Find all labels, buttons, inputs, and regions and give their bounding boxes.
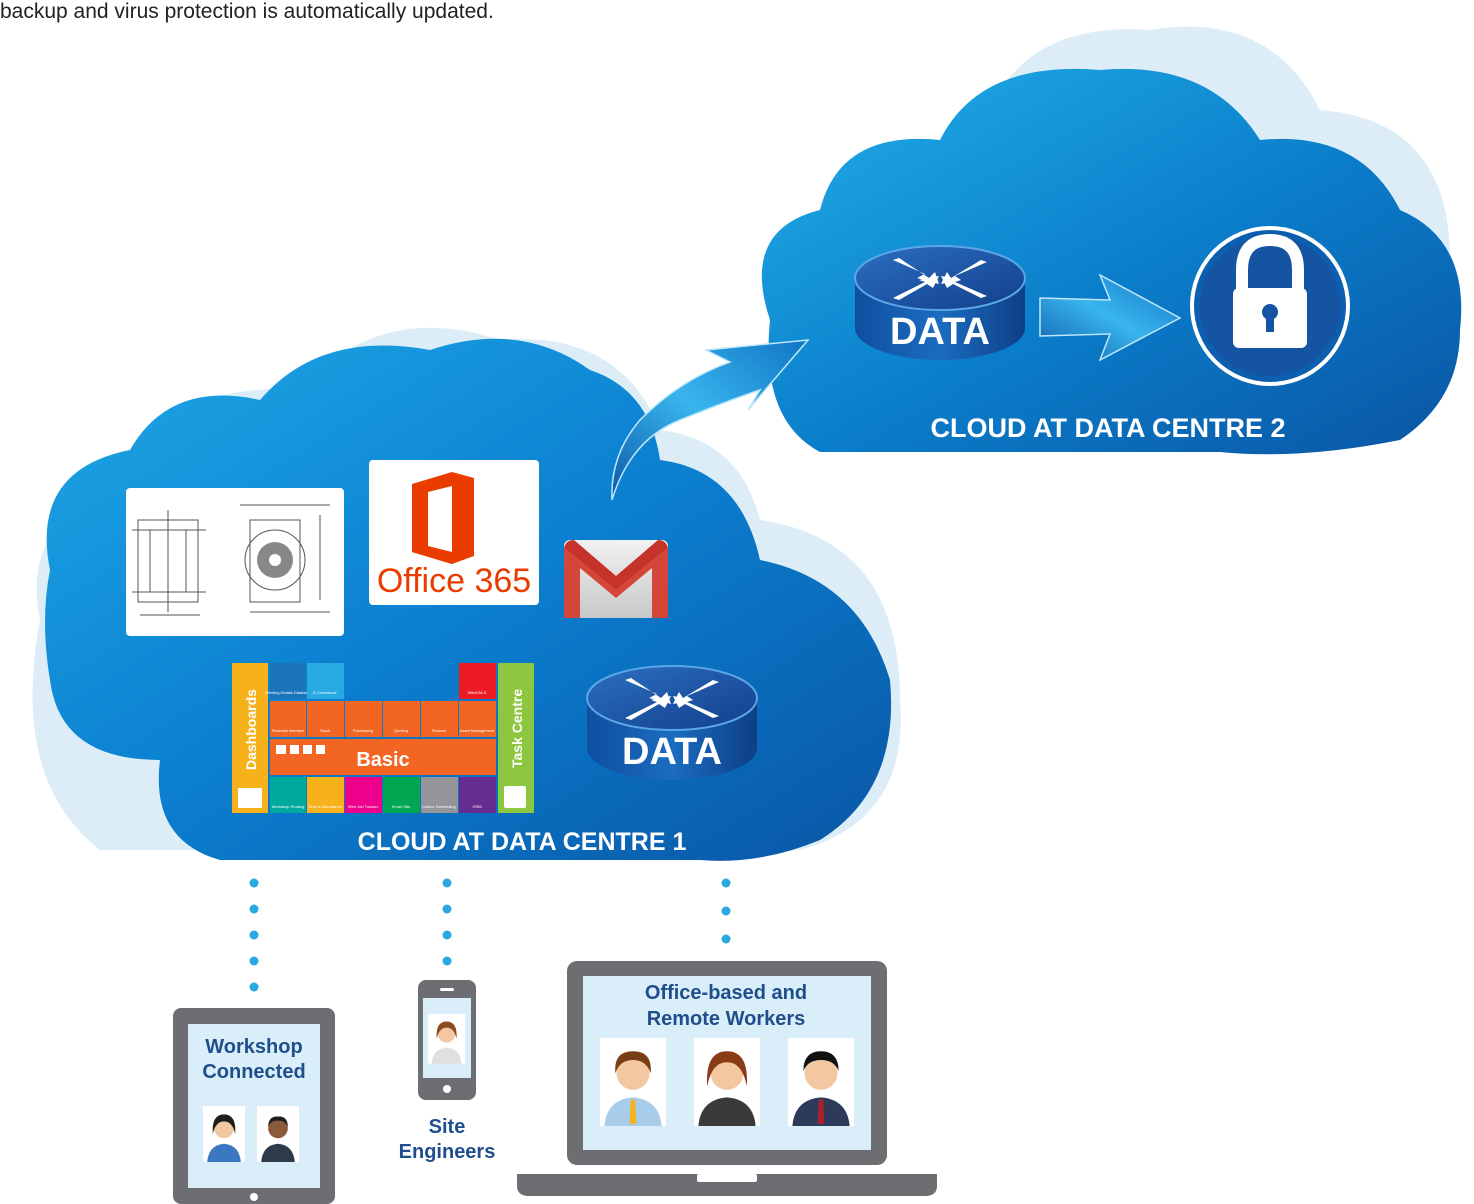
person-icon (600, 1038, 666, 1126)
person-icon (203, 1106, 245, 1162)
tile-financial (270, 701, 306, 737)
tile-purchasing-label: Purchasing (353, 728, 373, 733)
tile-crm (459, 777, 496, 813)
router-icon: DATA (854, 245, 1026, 361)
dashboards-icon (238, 788, 262, 808)
tile-time-attendance (307, 777, 344, 813)
tile-stock-label: Stock (320, 728, 330, 733)
phone-label-line1: Site (429, 1116, 466, 1138)
office365-icon: Office 365 (369, 460, 539, 605)
tablet-label-line1: Workshop (205, 1036, 302, 1058)
person-icon (428, 1014, 466, 1064)
phone-device: Site Engineers (399, 980, 496, 1163)
cloud2-label: CLOUD AT DATA CENTRE 2 (931, 413, 1286, 443)
tile-crm-label: CRM (472, 804, 481, 809)
person-icon (788, 1038, 854, 1126)
tile-workshop-routing-label: Workshop Routing (272, 804, 305, 809)
arrow-right-icon (1039, 273, 1182, 362)
tile-quoting (383, 701, 420, 737)
module-grid: Dashboards Task Centre Winding Details D… (232, 663, 534, 813)
tile-asset (459, 701, 496, 737)
basic-icons (276, 745, 325, 754)
person-icon (257, 1106, 299, 1162)
cloud2-data-label: DATA (890, 311, 990, 353)
intro-text: backup and virus protection is automatic… (0, 0, 494, 23)
person-icon (694, 1038, 760, 1126)
tile-web-job-tracker-label: Web Job Tracker (348, 804, 379, 809)
laptop-label-line1: Office-based and (645, 982, 807, 1004)
connector-dots (249, 878, 731, 992)
laptop-device: Office-based and Remote Workers (517, 961, 937, 1196)
phone-label-line2: Engineers (399, 1141, 496, 1163)
tile-ecommerce-label: E-Commerce (313, 690, 337, 695)
cloud1-label: CLOUD AT DATA CENTRE 1 (358, 828, 687, 856)
tile-ecommerce (307, 663, 344, 699)
task-centre-label: Task Centre (509, 689, 525, 768)
tile-stock (307, 701, 344, 737)
cloud1-data-label: DATA (622, 731, 722, 773)
tile-financial-label: Financial Interface (272, 728, 305, 733)
tile-web-job-tracker (345, 777, 382, 813)
dashboards-label: Dashboards (243, 689, 259, 770)
tile-asset-label: Asset Management (460, 728, 495, 733)
tile-finance-label: Finance (432, 728, 447, 733)
tablet-device: Workshop Connected (173, 1008, 335, 1204)
tile-winding (270, 663, 306, 699)
tile-basic-label: Basic (356, 749, 409, 771)
drawing-icon (126, 488, 344, 636)
tile-smart-site (383, 777, 420, 813)
tablet-label-line2: Connected (202, 1061, 305, 1083)
gmail-icon (564, 540, 668, 618)
tile-workshop-routing (270, 777, 306, 813)
tile-winding-label: Winding Details Database (265, 690, 312, 695)
laptop-label-line2: Remote Workers (647, 1008, 806, 1030)
tile-finance (421, 701, 458, 737)
router-icon: DATA (586, 665, 758, 781)
task-centre-icon (504, 786, 526, 808)
tile-smart-site-label: Smart Site (392, 804, 411, 809)
lock-icon (1190, 226, 1350, 386)
tile-time-attendance-label: Time & Attendance (308, 804, 342, 809)
tile-webcnls-label: WebCNLS (468, 690, 487, 695)
tile-webcnls (459, 663, 496, 699)
tile-labour-scheduling-label: Labour Scheduling (422, 804, 455, 809)
tile-quoting-label: Quoting (394, 728, 408, 733)
office365-label: Office 365 (377, 562, 531, 600)
arrow-icon (611, 339, 810, 501)
tile-purchasing (345, 701, 382, 737)
tile-labour-scheduling (421, 777, 458, 813)
